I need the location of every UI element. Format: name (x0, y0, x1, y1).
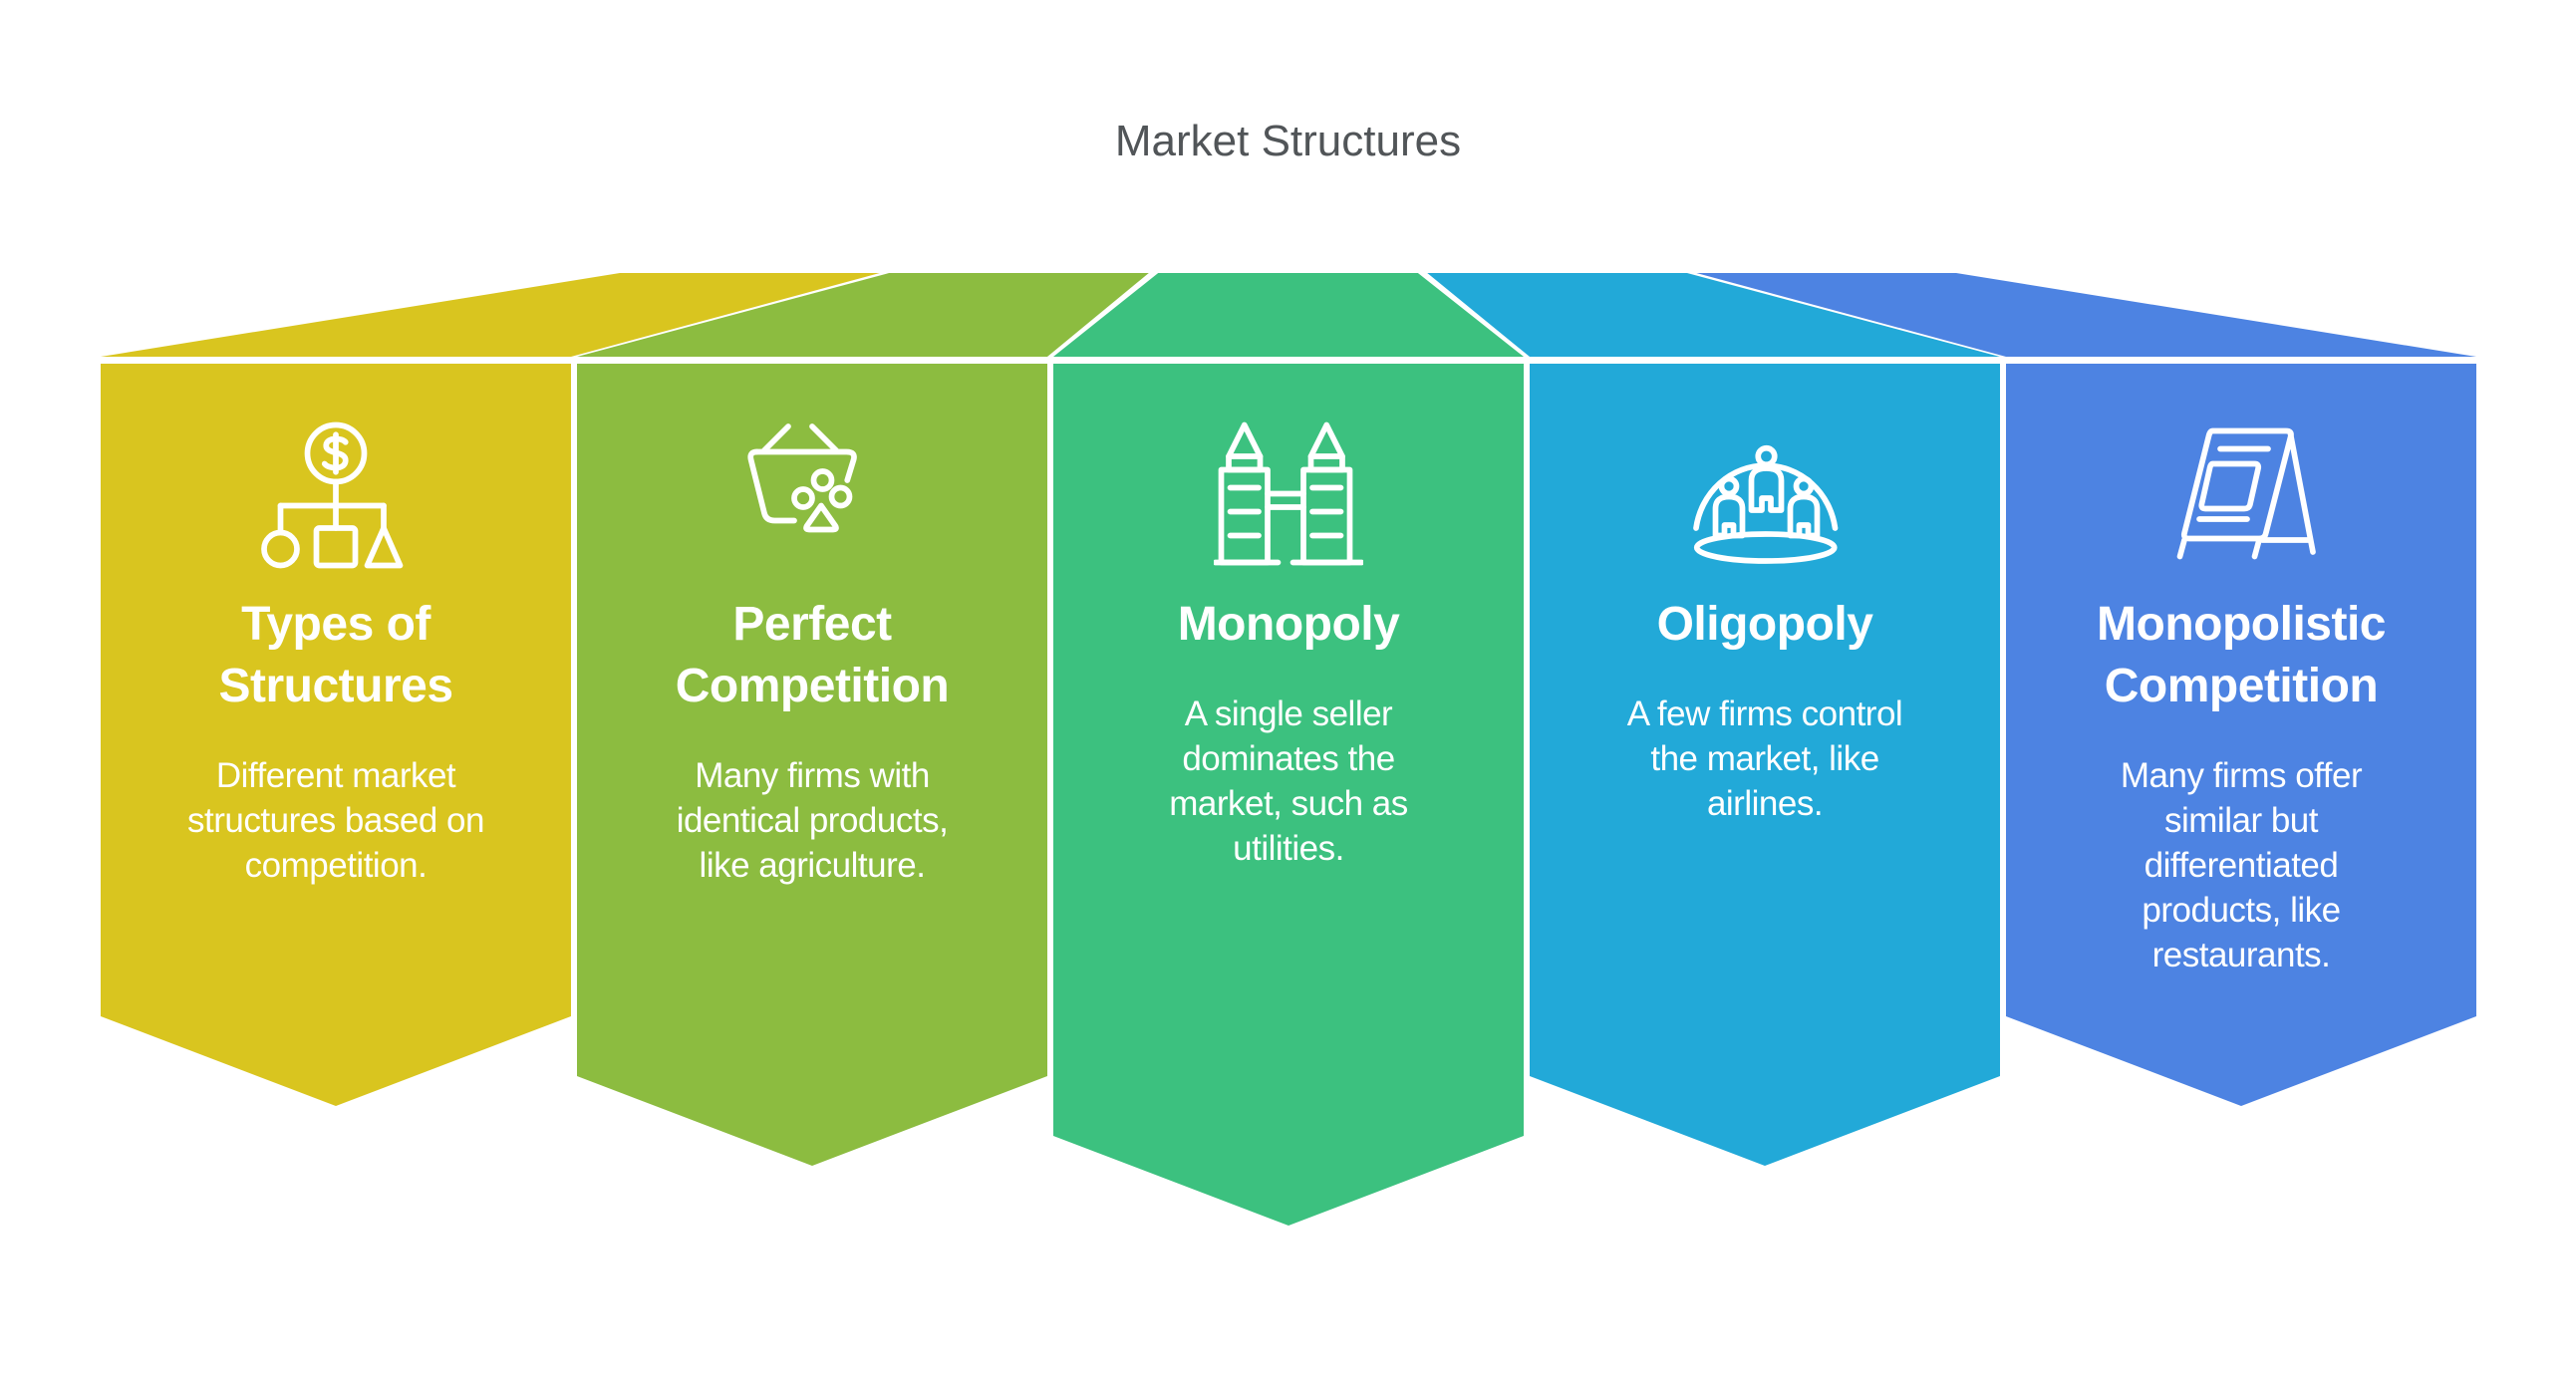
banner-heading: Types of Structures (218, 598, 453, 712)
banner-heading: Perfect Competition (675, 598, 950, 712)
banner-perfect-competition: Perfect Competition Many firms with iden… (577, 364, 1047, 888)
banner-monopoly: Monopoly A single seller dominates the m… (1053, 364, 1524, 871)
banner-monopolistic-competition: Monopolistic Competition Many firms offe… (2006, 364, 2476, 977)
banner-types-of-structures: Types of Structures Different market str… (101, 364, 571, 888)
banner-shape-perfect-competition (577, 364, 1047, 1166)
banner-heading: Monopoly (1177, 598, 1400, 651)
dome-people-icon (1693, 444, 1839, 564)
banner-shape-monopolistic-competition (2006, 364, 2476, 1106)
a-frame-sign-icon (2176, 427, 2316, 560)
banner-shape-types-of-structures (101, 364, 571, 1106)
banner-fold-monopolistic-competition (1696, 273, 2476, 357)
banner-description: Many firms with identical products, like… (676, 756, 949, 885)
banner-description: Many firms offer similar but differentia… (2120, 756, 2363, 974)
basket-icon (747, 423, 857, 533)
banner-fold-monopoly (1053, 273, 1524, 357)
banner-oligopoly: Oligopoly A few firms control the market… (1530, 364, 2000, 826)
money-flowchart-icon (261, 421, 404, 569)
banner-description: A single seller dominates the market, su… (1169, 694, 1408, 868)
banner-description: A few firms control the market, like air… (1626, 694, 1903, 823)
banner-fold-perfect-competition (577, 273, 1149, 357)
banner-shape-monopoly (1053, 364, 1524, 1226)
banner-heading: Monopolistic Competition (2097, 598, 2386, 712)
banner-shape-oligopoly (1530, 364, 2000, 1166)
page-title: Market Structures (1114, 117, 1462, 165)
banner-fold-types-of-structures (101, 273, 880, 357)
banner-description: Different market structures based on com… (187, 756, 484, 885)
banner-heading: Oligopoly (1656, 598, 1873, 651)
twin-towers-icon (1214, 421, 1363, 566)
banner-fold-oligopoly (1427, 273, 2000, 357)
